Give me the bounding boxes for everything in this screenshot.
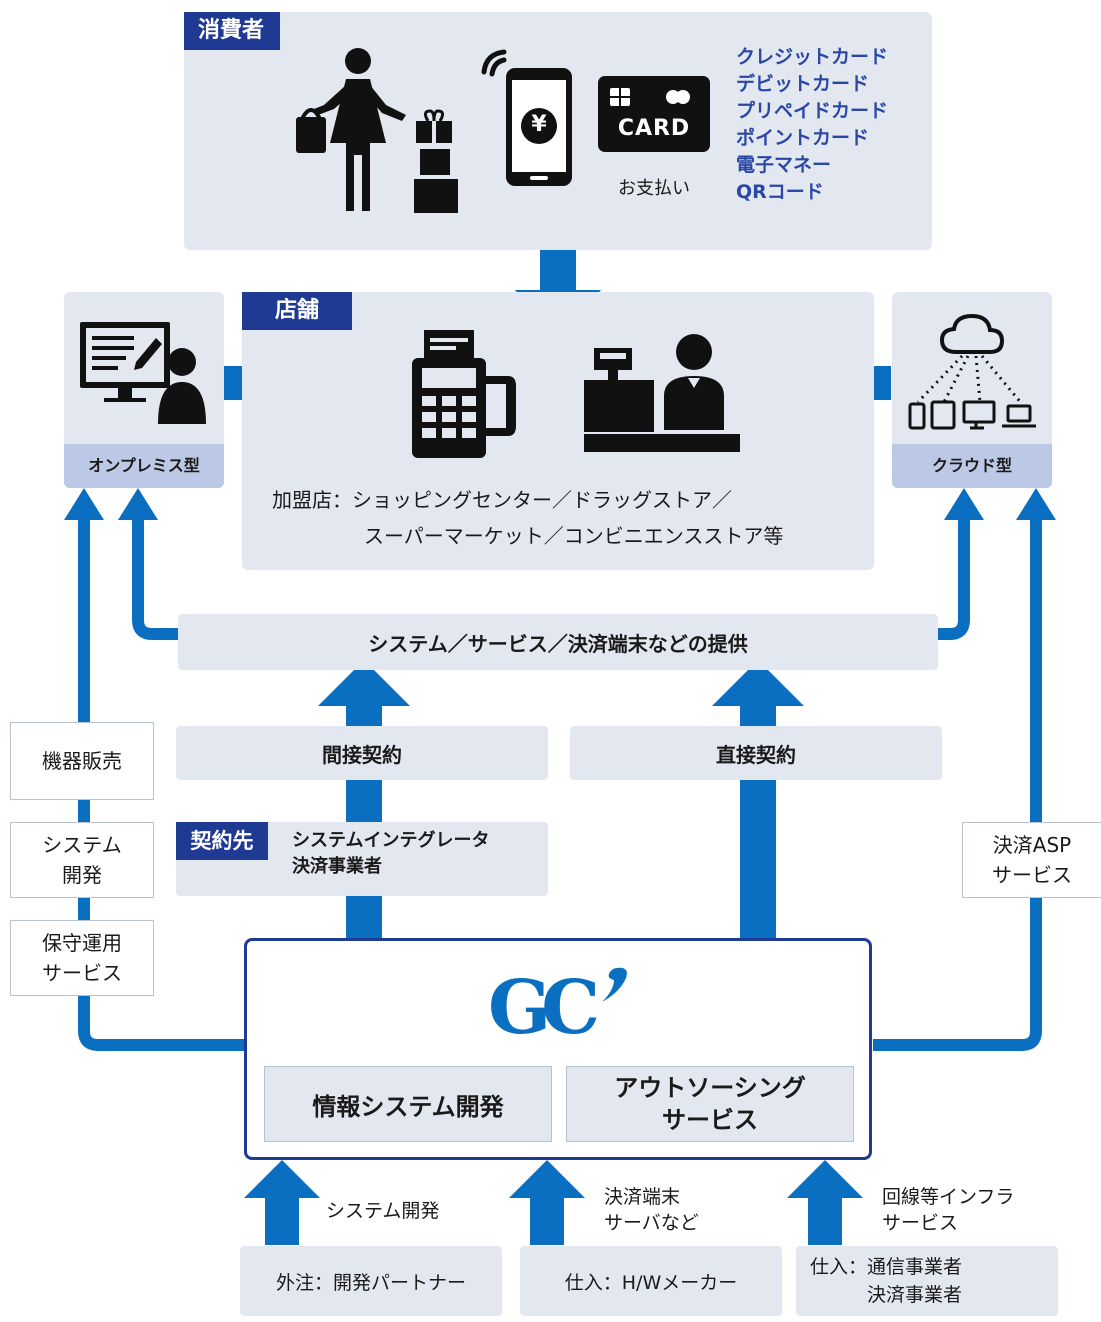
input-label-line: 回線等インフラ — [882, 1186, 1015, 1208]
onpremise-label: オンプレミス型 — [64, 444, 224, 488]
service-maintenance: 保守運用 サービス — [10, 920, 154, 996]
arrow-direct-head — [712, 660, 804, 706]
payment-method-item: クレジットカード — [736, 46, 889, 68]
store-description: 加盟店：ショッピングセンター／ドラッグストア／ スーパーマーケット／コンビニエン… — [262, 482, 783, 554]
yen-symbol: ¥ — [531, 112, 547, 137]
arrow-right-inner-head — [944, 488, 984, 520]
input-label-line: サービス — [882, 1212, 959, 1234]
input-1-box: 外注：開発パートナー — [240, 1246, 502, 1316]
service-line: サービス — [992, 863, 1072, 887]
service-line: サービス — [42, 961, 122, 985]
arrow-input-2-shaft — [530, 1195, 564, 1245]
payment-terminal-icon — [412, 330, 516, 458]
input-box-line: 仕入：通信事業者 — [810, 1256, 963, 1278]
input-box-line: 決済事業者 — [810, 1284, 963, 1306]
onpremise-panel: オンプレミス型 — [64, 292, 224, 488]
contractor-tag: 契約先 — [176, 822, 268, 860]
arrow-left-inner-head — [118, 488, 158, 520]
input-1-arrow-label: システム開発 — [326, 1198, 439, 1224]
payment-label: お支払い — [618, 178, 690, 199]
service-line: 機器販売 — [42, 749, 122, 773]
store-panel — [242, 292, 874, 570]
input-label-line: システム開発 — [326, 1200, 440, 1222]
input-2-arrow-label: 決済端末 サーバなど — [604, 1184, 699, 1236]
payment-method-item: デビットカード — [736, 73, 870, 95]
cloud-label: クラウド型 — [892, 444, 1052, 488]
arrow-input-2-head — [509, 1160, 585, 1198]
arrow-input-1-shaft — [265, 1195, 299, 1245]
arrow-left-outer-head — [64, 488, 104, 520]
arrow-indirect-head — [318, 660, 410, 706]
card-icon: CARD — [598, 76, 710, 152]
payment-method-item: プリペイドカード — [736, 100, 889, 122]
service-line: システム — [42, 833, 122, 857]
contractor-line2: 決済事業者 — [292, 856, 382, 877]
smartphone-icon — [481, 49, 572, 186]
line-left-inner — [132, 518, 178, 640]
contractor-line1: システムインテグレータ — [292, 830, 490, 851]
cloud-network-icon — [908, 313, 1036, 430]
line-right-outer — [873, 518, 1042, 1051]
line-right-inner — [938, 518, 970, 640]
payment-method-list: クレジットカード デビットカード プリペイドカード ポイントカード 電子マネー … — [736, 44, 888, 206]
contractor-names: システムインテグレータ 決済事業者 — [292, 828, 489, 880]
service-line: 開発 — [62, 863, 102, 887]
service-line: 保守運用 — [42, 931, 122, 955]
gc-logo: GC — [488, 965, 638, 1051]
gc-logo-mark — [602, 967, 627, 1002]
arrow-input-1-head — [244, 1160, 320, 1198]
card-chip-icon — [610, 88, 630, 106]
provision-bar: システム／サービス／決済端末などの提供 — [178, 614, 938, 670]
input-box-line: 仕入：H/Wメーカー — [564, 1271, 738, 1294]
store-tag: 店舗 — [242, 292, 352, 330]
gc-outsourcing-line2: サービス — [662, 1106, 758, 1134]
cloud-panel: クラウド型 — [892, 292, 1052, 488]
input-label-line: サーバなど — [604, 1212, 699, 1234]
gc-outsourcing-line1: アウトソーシング — [614, 1074, 806, 1102]
indirect-contract: 間接契約 — [176, 726, 548, 780]
store-desc-line2: スーパーマーケット／コンビニエンスストア等 — [364, 524, 784, 548]
service-system-development: システム 開発 — [10, 822, 154, 898]
input-2-box: 仕入：H/Wメーカー — [520, 1246, 782, 1316]
payment-method-item: ポイントカード — [736, 127, 870, 149]
line-left-outer — [78, 518, 244, 1051]
arrow-input-3-shaft — [808, 1195, 842, 1245]
payment-method-item: 電子マネー — [736, 154, 832, 176]
service-line: 決済ASP — [992, 833, 1072, 857]
input-3-arrow-label: 回線等インフラ サービス — [882, 1184, 1014, 1236]
arrow-input-3-head — [787, 1160, 863, 1198]
payment-method-item: QRコード — [736, 181, 824, 203]
store-desc-line1: 加盟店：ショッピングセンター／ドラッグストア／ — [272, 488, 732, 512]
gc-logo-text: GC — [488, 965, 600, 1051]
input-label-line: 決済端末 — [604, 1186, 681, 1208]
service-payment-asp: 決済ASP サービス — [962, 822, 1101, 898]
cashier-icon — [584, 334, 740, 452]
gc-dev-box: 情報システム開発 — [264, 1066, 552, 1142]
computer-user-icon — [80, 322, 206, 424]
consumer-tag: 消費者 — [184, 12, 280, 50]
input-3-box: 仕入：通信事業者 決済事業者 — [796, 1246, 1058, 1316]
gc-outsourcing-box: アウトソーシング サービス — [566, 1066, 854, 1142]
input-box-line: 外注：開発パートナー — [275, 1271, 466, 1294]
service-equipment-sales: 機器販売 — [10, 722, 154, 800]
gc-dev-label: 情報システム開発 — [312, 1092, 504, 1121]
shopper-icon — [296, 48, 458, 213]
arrow-right-outer-head — [1016, 488, 1056, 520]
card-text: CARD — [617, 116, 691, 141]
card-brand-circles — [666, 90, 696, 104]
direct-contract: 直接契約 — [570, 726, 942, 780]
